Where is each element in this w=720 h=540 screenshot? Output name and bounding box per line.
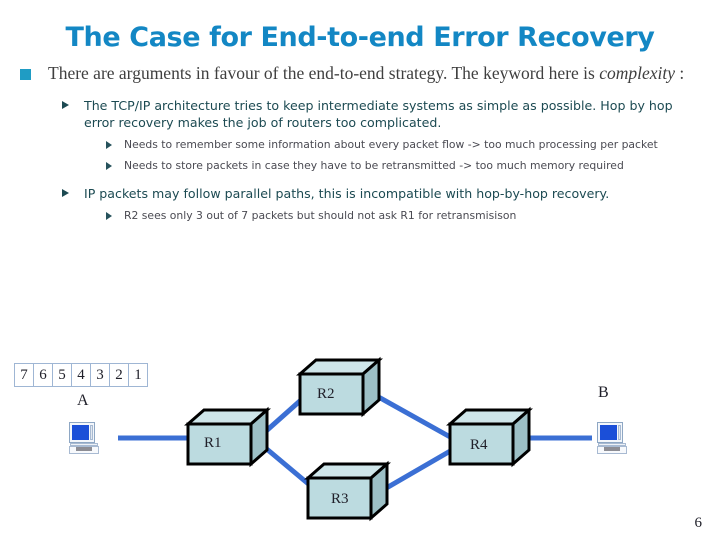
packet-sequence-strip: 7 6 5 4 3 2 1 [14, 363, 148, 387]
bullet-level1-text-before: There are arguments in favour of the end… [48, 63, 600, 83]
packet-cell: 5 [53, 364, 72, 386]
router-box-r3 [304, 460, 391, 522]
monitor-screen [72, 425, 89, 440]
monitor-stand [598, 443, 626, 446]
triangle-bullet-icon [62, 101, 69, 109]
packet-cell: 2 [110, 364, 129, 386]
bullet-level3-r2-retransmission: R2 sees only 3 out of 7 packets but shou… [0, 208, 720, 223]
diagram-canvas [118, 356, 592, 522]
packet-cell: 4 [72, 364, 91, 386]
router-box-r4 [446, 406, 533, 468]
packet-cell: 7 [15, 364, 34, 386]
packet-cell: 3 [91, 364, 110, 386]
page-number: 6 [694, 515, 703, 531]
link-r3-r4 [374, 447, 454, 497]
packet-cell: 6 [34, 364, 53, 386]
bullet-text: Needs to remember some information about… [124, 138, 658, 151]
page-title: The Case for End-to-end Error Recovery [65, 22, 655, 53]
triangle-bullet-icon [62, 189, 69, 197]
host-label-a: A [77, 392, 89, 409]
slide-body: There are arguments in favour of the end… [0, 62, 720, 223]
bullet-level2-tcpip: The TCP/IP architecture tries to keep in… [0, 97, 720, 131]
triangle-bullet-icon [106, 212, 112, 220]
bullet-text: IP packets may follow parallel paths, th… [84, 186, 610, 201]
bullet-level3-remember-flow: Needs to remember some information about… [0, 137, 720, 152]
monitor-screen [600, 425, 617, 440]
monitor-side-panel [90, 425, 93, 440]
bullet-text: Needs to store packets in case they have… [124, 159, 624, 172]
packet-cell: 1 [134, 366, 142, 383]
router-box-r2 [296, 356, 383, 418]
triangle-bullet-icon [106, 162, 112, 170]
bullet-level1-italic-keyword: complexity [599, 63, 676, 83]
bullet-text: The TCP/IP architecture tries to keep in… [84, 98, 673, 130]
bullet-level3-store-packets: Needs to store packets in case they have… [0, 158, 720, 173]
keyboard-keys [76, 447, 92, 451]
network-diagram: 7 6 5 4 3 2 1 A B R1 R2 R3 R4 [0, 352, 720, 540]
bullet-text: R2 sees only 3 out of 7 packets but shou… [124, 209, 517, 222]
square-bullet-icon [20, 69, 31, 80]
monitor-stand [70, 443, 98, 446]
triangle-bullet-icon [106, 141, 112, 149]
bullet-level1-text-after: : [675, 63, 685, 83]
bullet-level2-parallel-paths: IP packets may follow parallel paths, th… [0, 185, 720, 202]
host-label-b: B [598, 384, 609, 401]
keyboard-keys [604, 447, 620, 451]
bullet-level1: There are arguments in favour of the end… [0, 62, 720, 85]
router-box-r1 [184, 406, 271, 468]
monitor-side-panel [618, 425, 621, 440]
